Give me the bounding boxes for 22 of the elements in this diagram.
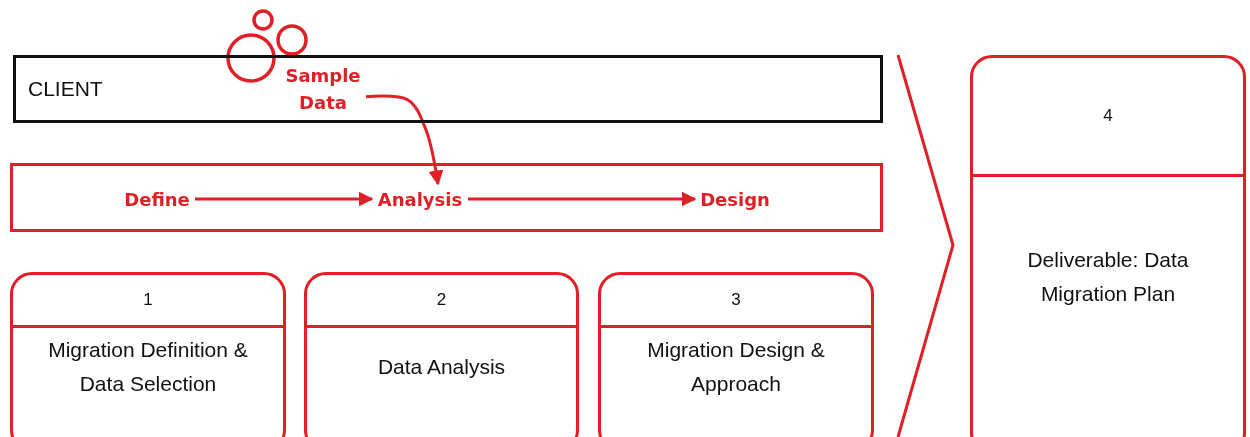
phase-number: 4 [1103, 105, 1113, 128]
phase-number: 3 [731, 289, 741, 312]
arrow [468, 191, 697, 207]
process-band [10, 163, 883, 232]
step-label: Define [122, 186, 192, 212]
phase-number: 1 [143, 289, 153, 312]
arrow [365, 94, 444, 186]
phase-card [598, 272, 874, 437]
arrow [195, 191, 374, 207]
phase-title: Migration Definition & Data Selection [47, 337, 249, 397]
step-label: Analysis [375, 186, 465, 212]
phase-title: Migration Design & Approach [646, 337, 826, 397]
phase-title: Deliverable: Data Migration Plan [1026, 247, 1190, 307]
deliverable-card [970, 55, 1246, 437]
actor-label: CLIENT [27, 76, 103, 103]
bubble-text: Sample Data [284, 62, 362, 120]
phase-number: 2 [436, 289, 447, 312]
phase-card [304, 272, 579, 437]
phase-card [10, 272, 286, 437]
phase-title: Data Analysis [376, 354, 507, 381]
client-box [13, 55, 883, 123]
step-label: Design [698, 186, 772, 212]
